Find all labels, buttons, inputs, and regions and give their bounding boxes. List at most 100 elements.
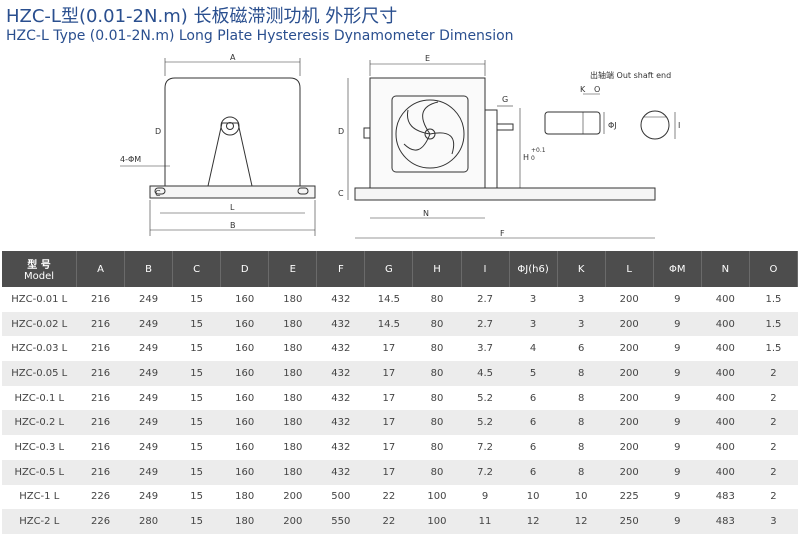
table-cell: 200: [605, 361, 654, 386]
table-cell: 80: [412, 336, 461, 362]
table-cell: 180: [268, 385, 317, 411]
table-cell: 249: [124, 385, 173, 411]
table-cell: 249: [124, 459, 173, 485]
table-cell: 200: [605, 410, 654, 436]
table-cell: 6: [557, 336, 606, 362]
table-cell: 160: [220, 435, 269, 460]
table-cell: 11: [461, 509, 510, 534]
table-cell: 249: [124, 336, 173, 362]
table-cell: 226: [76, 484, 125, 510]
table-cell: 225: [605, 484, 654, 510]
table-cell: 400: [701, 336, 750, 362]
table-cell: 160: [220, 361, 269, 386]
table-cell: 3: [749, 509, 798, 534]
table-cell: 5.2: [461, 385, 510, 411]
header-col: O: [749, 251, 799, 287]
table-cell: 9: [653, 484, 702, 510]
shaft-detail-body: [544, 111, 601, 135]
table-cell: 17: [364, 435, 413, 460]
table-cell: 14.5: [364, 287, 413, 312]
side-view-fan-blade-3: [403, 133, 431, 151]
table-cell: 9: [653, 435, 702, 460]
front-view-base: [149, 185, 316, 199]
table-cell: 7.2: [461, 459, 510, 485]
table-cell: 9: [653, 311, 702, 337]
side-view-base: [354, 187, 656, 201]
table-cell: 80: [412, 435, 461, 460]
table-cell: 9: [653, 459, 702, 485]
table-cell: 80: [412, 385, 461, 411]
table-cell: 200: [605, 287, 654, 312]
side-view-connector: [363, 127, 371, 139]
front-view-support: [207, 122, 253, 187]
table-cell: 249: [124, 361, 173, 386]
header-col: H: [412, 251, 462, 287]
dimension-drawing: A D C 4-ΦM L B E D C G H +0.1 0 N F 出轴端 …: [120, 53, 680, 239]
page-title-en: HZC-L Type (0.01-2N.m) Long Plate Hyster…: [6, 28, 514, 44]
table-cell: 249: [124, 410, 173, 436]
table-cell: 432: [316, 311, 365, 337]
table-cell: 249: [124, 287, 173, 312]
dim-k-label: K: [580, 85, 586, 94]
table-cell: 12: [509, 509, 558, 534]
table-cell-model: HZC-0.02 L: [2, 311, 77, 337]
table-cell: 5.2: [461, 410, 510, 436]
table-cell: 400: [701, 459, 750, 485]
side-view-fan-hub: [424, 128, 436, 140]
header-col: K: [557, 251, 606, 287]
side-view-fan-blade-1: [422, 101, 439, 135]
page-title-cn: HZC-L型(0.01-2N.m) 长板磁滞测功机 外形尺寸: [6, 6, 398, 27]
table-cell: 15: [172, 410, 221, 436]
table-cell: 15: [172, 311, 221, 337]
table-cell: 80: [412, 459, 461, 485]
side-view-fan-blade-4: [406, 109, 431, 135]
table-cell: 12: [557, 509, 606, 534]
side-view-shaft: [496, 123, 514, 131]
dim-e-label: E: [425, 54, 430, 63]
table-cell: 15: [172, 509, 221, 534]
table-cell: 180: [268, 311, 317, 337]
table-cell: 2: [749, 410, 798, 436]
front-view-body: [164, 77, 301, 186]
table-cell: 80: [412, 410, 461, 436]
table-cell: 80: [412, 287, 461, 312]
table-cell: 15: [172, 385, 221, 411]
table-cell: 160: [220, 311, 269, 337]
table-cell: 17: [364, 361, 413, 386]
table-cell: 180: [268, 410, 317, 436]
dimension-table: 型 号 Model A B C D E F G H I ΦJ(h6) K L Φ…: [2, 251, 799, 534]
table-cell: 15: [172, 361, 221, 386]
table-cell: 15: [172, 336, 221, 362]
table-cell: 22: [364, 484, 413, 510]
table-cell: 249: [124, 484, 173, 510]
side-view-fan-frame: [391, 95, 469, 173]
table-cell: 1.5: [749, 336, 798, 362]
table-cell: 400: [701, 385, 750, 411]
table-cell: 100: [412, 484, 461, 510]
table-cell: 280: [124, 509, 173, 534]
table-cell: 216: [76, 361, 125, 386]
table-cell: 10: [509, 484, 558, 510]
table-cell: 6: [509, 410, 558, 436]
front-view-hub-outer: [220, 116, 240, 136]
table-cell: 4.5: [461, 361, 510, 386]
table-cell: 400: [701, 361, 750, 386]
table-cell: 8: [557, 385, 606, 411]
table-cell: 9: [653, 509, 702, 534]
dim-n-label: N: [423, 209, 429, 218]
table-cell: 3: [509, 311, 558, 337]
header-col: F: [316, 251, 366, 287]
table-cell: 216: [76, 435, 125, 460]
table-cell: 250: [605, 509, 654, 534]
table-cell: 1.5: [749, 287, 798, 312]
table-cell: 400: [701, 435, 750, 460]
table-cell: 17: [364, 410, 413, 436]
table-cell: 6: [509, 459, 558, 485]
dim-h-tol-bottom: 0: [531, 155, 535, 162]
